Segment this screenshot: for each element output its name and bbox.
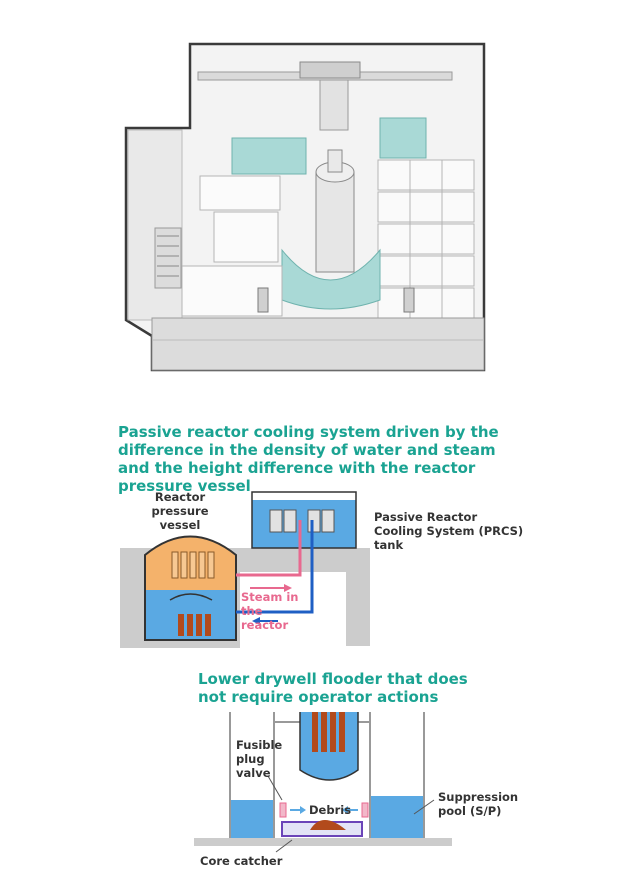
core-catcher-label: Core catcher — [200, 854, 283, 868]
steam-label: Steam in the reactor — [241, 590, 299, 632]
fusible-plug-valve-label: Fusible plug valve — [236, 738, 283, 780]
section2-heading: Lower drywell flooder that does not requ… — [198, 670, 468, 706]
suppression-pool-label: Suppression pool (S/P) — [438, 790, 519, 818]
reactor-pressure-vessel-label: Reactor pressure vessel — [151, 490, 209, 532]
debris-label: Debris — [309, 803, 352, 817]
reactor-building-cutaway — [124, 42, 486, 372]
prcs-tank-label: Passive Reactor Cooling System (PRCS) ta… — [374, 510, 524, 552]
section1-heading: Passive reactor cooling system driven by… — [118, 423, 499, 495]
